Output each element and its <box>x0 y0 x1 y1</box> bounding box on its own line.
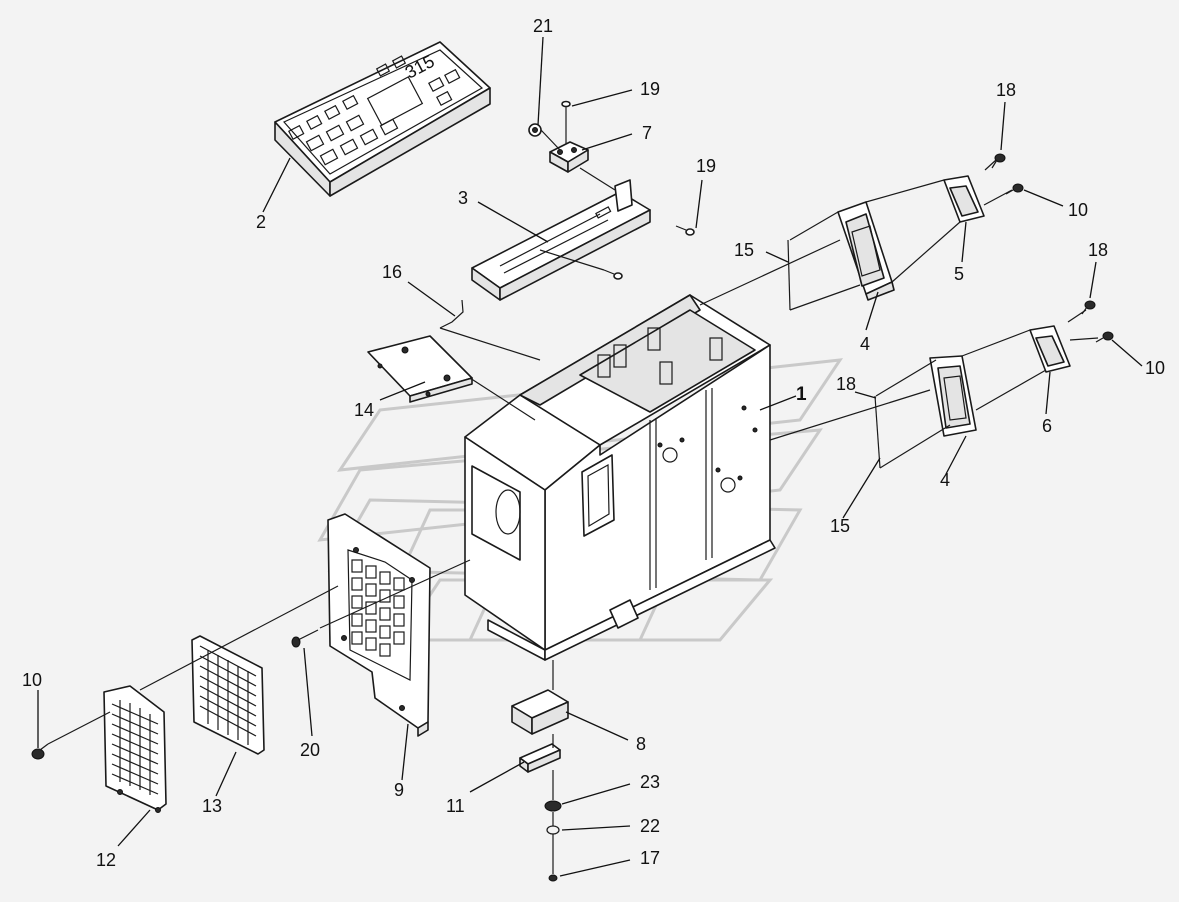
part-8-block <box>511 689 569 735</box>
callout-20: 20 <box>300 740 320 760</box>
callout-15-upper: 15 <box>734 240 754 260</box>
part-10-screw-b <box>1095 331 1114 343</box>
part-4-frame-upper <box>837 201 895 301</box>
callout-14: 14 <box>354 400 374 420</box>
callout-12: 12 <box>96 850 116 870</box>
part-9-grille-frame <box>327 513 431 737</box>
part-19-bolt-top <box>561 100 571 120</box>
part-12-mesh-cover <box>103 685 167 813</box>
callout-15-lower: 15 <box>830 516 850 536</box>
part-4-frame-lower <box>929 355 977 437</box>
callout-19-side: 19 <box>696 156 716 176</box>
callout-19-top: 19 <box>640 79 660 99</box>
callout-5: 5 <box>954 264 964 284</box>
callout-10-upper: 10 <box>1068 200 1088 220</box>
part-10-screw-left <box>31 743 49 760</box>
callout-3: 3 <box>458 188 468 208</box>
part-6-lid <box>1029 325 1071 373</box>
part-1-main-housing <box>464 294 776 661</box>
callout-4-lower: 4 <box>940 470 950 490</box>
callout-17: 17 <box>640 848 660 868</box>
part-5-lid <box>943 175 985 223</box>
callout-2: 2 <box>256 212 266 232</box>
leader-lines <box>37 36 1143 877</box>
callout-22: 22 <box>640 816 660 836</box>
mesh-lines-12 <box>111 700 159 795</box>
mesh-lines-13 <box>199 645 257 745</box>
part-14-cover-plate <box>367 335 473 403</box>
part-15-gasket-lower <box>874 395 881 469</box>
part-18-screw-a <box>991 153 1006 169</box>
callout-7: 7 <box>642 123 652 143</box>
callout-4-upper: 4 <box>860 334 870 354</box>
part-17-bolt <box>548 850 558 882</box>
callout-16: 16 <box>382 262 402 282</box>
callout-1: 1 <box>796 384 807 405</box>
callout-18-middle: 18 <box>836 374 856 394</box>
callout-6: 6 <box>1042 416 1052 436</box>
callout-9: 9 <box>394 780 404 800</box>
assembly-lines <box>47 120 1099 850</box>
part-21-nut <box>528 123 542 137</box>
callout-10-right: 10 <box>1145 358 1165 378</box>
part-15-gasket-upper <box>787 239 791 311</box>
part-19-bolt-side <box>675 225 695 236</box>
part-11-clip <box>519 743 561 773</box>
callout-10-left: 10 <box>22 670 42 690</box>
part-7-hinge-bracket <box>549 141 589 173</box>
callout-8: 8 <box>636 734 646 754</box>
part-23-washer <box>544 800 562 812</box>
callout-18-right: 18 <box>1088 240 1108 260</box>
callout-18-top: 18 <box>996 80 1016 100</box>
callout-labels: 1 2 3 4 4 5 6 7 8 9 10 10 10 11 12 13 14… <box>22 16 1165 870</box>
part-20-bolt <box>291 629 319 648</box>
callout-23: 23 <box>640 772 660 792</box>
part-13-mesh <box>191 635 265 755</box>
callout-21: 21 <box>533 16 553 36</box>
small-screw <box>603 269 623 280</box>
callout-11: 11 <box>446 796 465 816</box>
part-2-control-panel: 315 <box>274 41 491 197</box>
part-16-rod <box>439 299 464 329</box>
part-22-o-ring <box>546 825 560 835</box>
part-3-rail-bracket <box>471 179 651 301</box>
callout-13: 13 <box>202 796 222 816</box>
